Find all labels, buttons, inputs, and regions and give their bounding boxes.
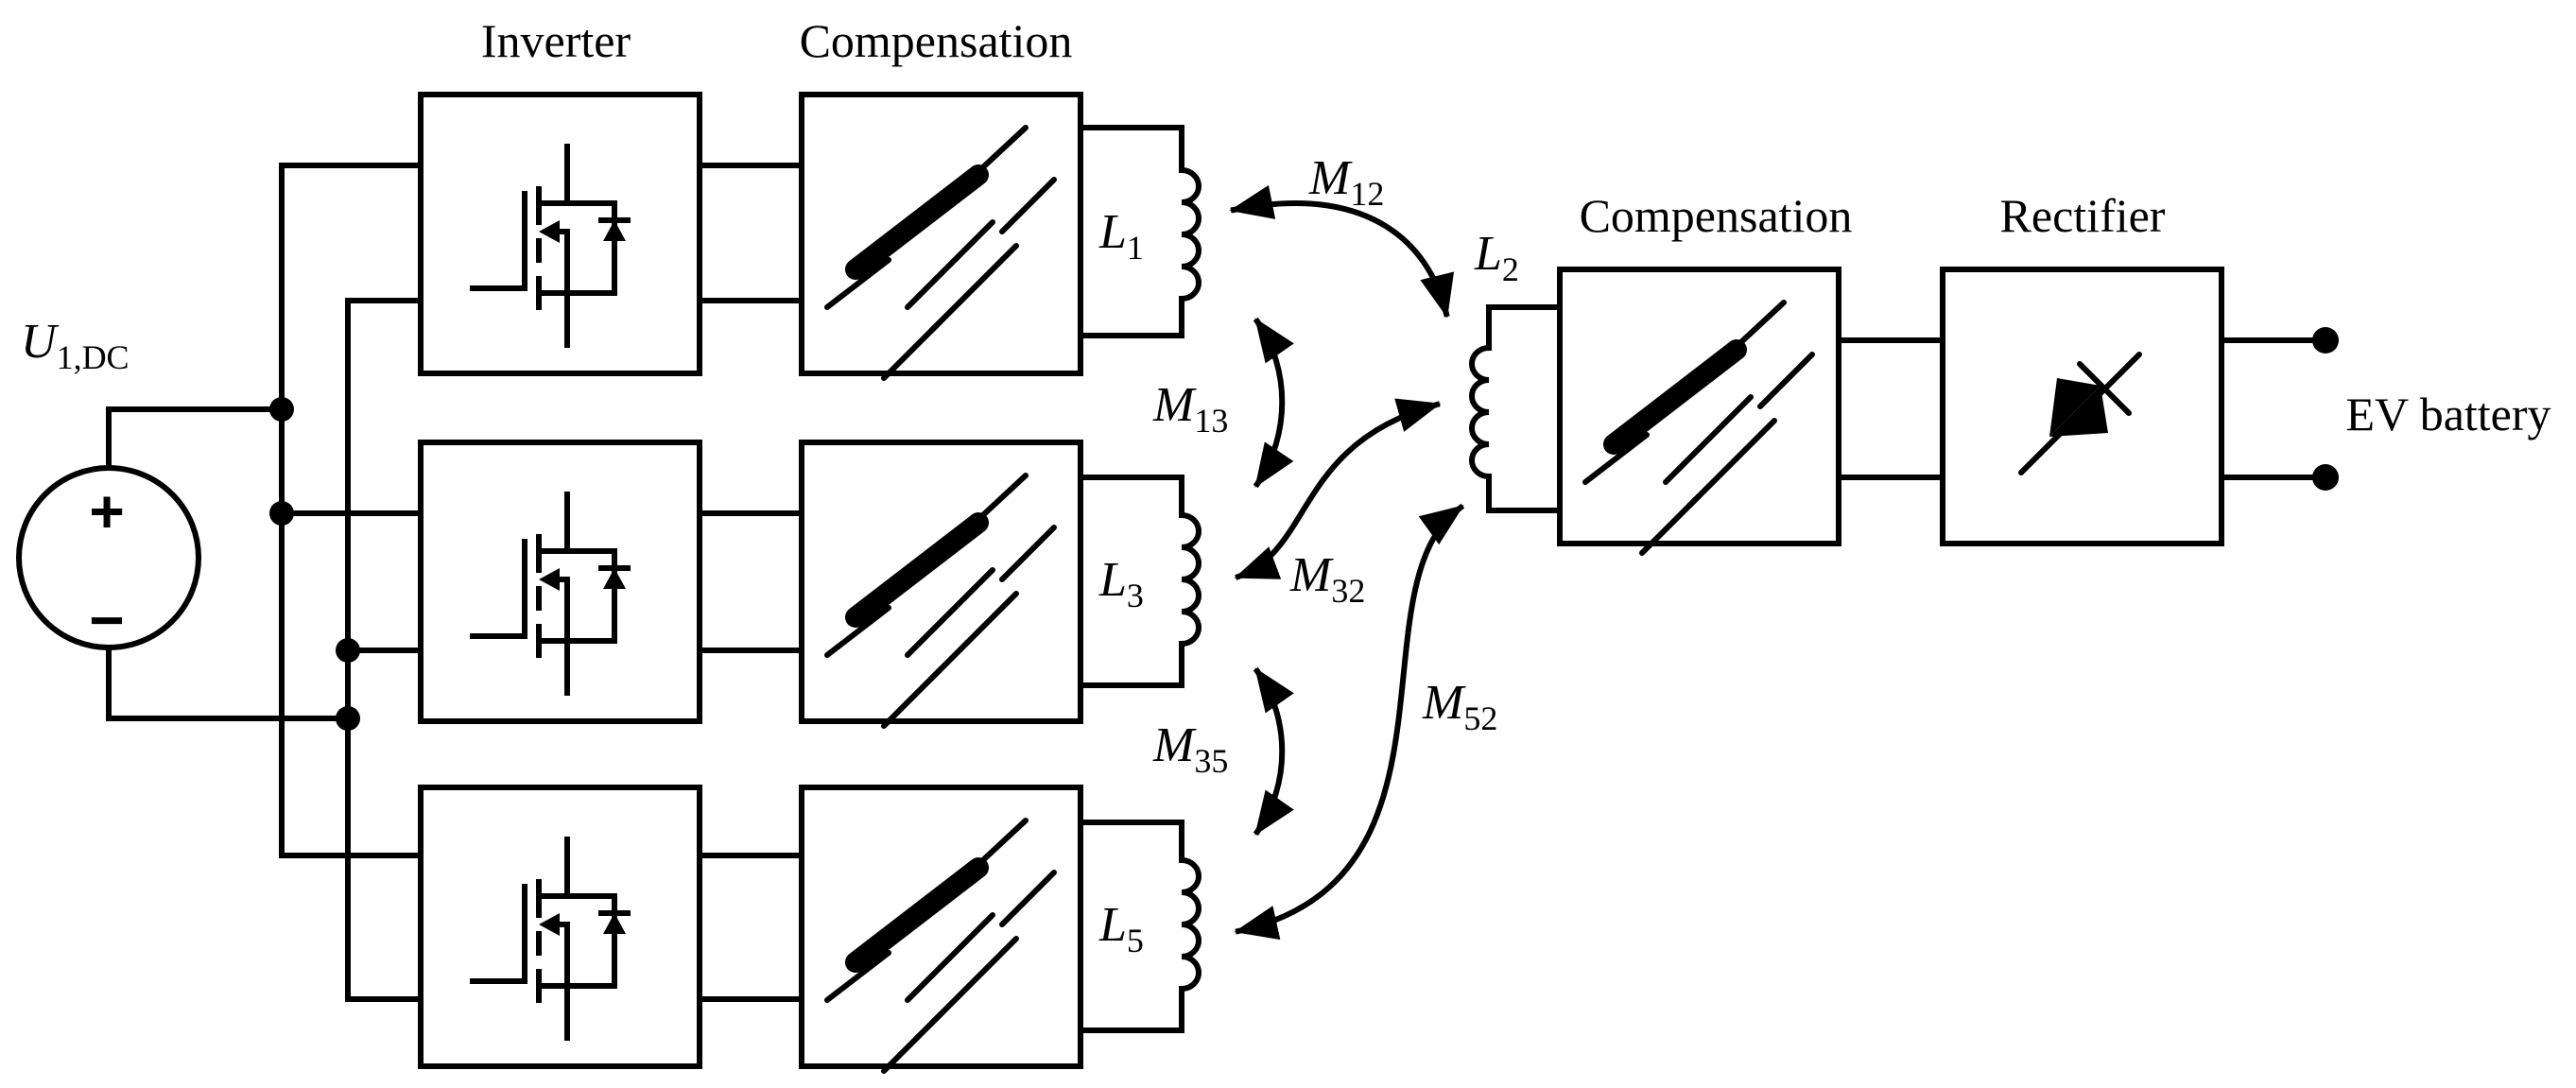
rectifier-label: Rectifier	[2000, 189, 2166, 242]
plus-sign: +	[89, 477, 124, 545]
m35-label: M35	[1152, 718, 1228, 780]
m12-label: M12	[1308, 151, 1384, 213]
coupling-arrows	[1229, 184, 1465, 941]
m13-arrow	[1253, 317, 1294, 489]
minus-sign: −	[89, 586, 124, 654]
coil-l2	[1469, 304, 1563, 513]
source-voltage-label: U1,DC	[21, 315, 130, 376]
m32-label: M32	[1289, 548, 1365, 610]
secondary-wires	[1836, 327, 2339, 491]
m13-label: M13	[1152, 378, 1228, 440]
ev-battery-label: EV battery	[2345, 388, 2550, 440]
inverter-compensation-wires	[697, 163, 804, 1002]
coil-l3-label: L3	[1098, 553, 1144, 614]
rectifier	[1940, 267, 2224, 546]
coil-l1-label: L1	[1098, 205, 1144, 267]
inverter-1	[418, 92, 702, 376]
inverter-label: Inverter	[481, 14, 631, 67]
dc-source: + −	[16, 406, 351, 721]
coil-l3	[1078, 475, 1202, 688]
compensation-secondary-label: Compensation	[1580, 189, 1853, 242]
coil-l2-label: L2	[1474, 227, 1519, 288]
compensation-primary-label: Compensation	[800, 14, 1073, 67]
inverter-2	[418, 440, 702, 724]
coil-l5	[1078, 820, 1202, 1033]
dc-bus	[269, 163, 424, 1002]
inverter-3	[418, 785, 702, 1069]
m52-arrow	[1234, 503, 1465, 941]
m35-arrow	[1253, 666, 1294, 837]
m52-label: M52	[1422, 676, 1497, 737]
compensation-primary-2	[799, 440, 1083, 726]
compensation-primary-1	[799, 92, 1083, 378]
compensation-secondary	[1557, 267, 1841, 553]
compensation-primary-3	[799, 785, 1083, 1071]
coil-l1	[1078, 125, 1202, 338]
m12-arrow	[1229, 184, 1455, 319]
m32-arrow	[1234, 398, 1442, 580]
coil-l5-label: L5	[1098, 898, 1144, 959]
